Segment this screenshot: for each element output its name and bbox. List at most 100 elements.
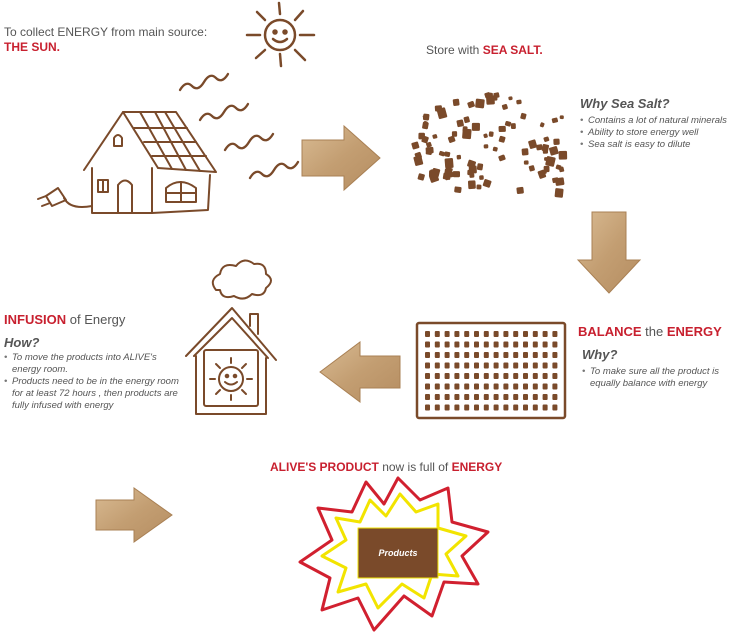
tray-dot	[552, 394, 558, 400]
tray-dot	[503, 404, 509, 411]
arrow-right-2	[95, 487, 173, 543]
tray-dot	[434, 352, 440, 358]
arrow-right-1	[301, 124, 381, 192]
step5-heading: ALIVE'S PRODUCT now is full of ENERGY	[270, 460, 570, 474]
tray-dot	[464, 383, 470, 390]
salt-crystal	[523, 160, 529, 165]
step4-heading: INFUSION of Energy	[4, 312, 174, 327]
tray-dot	[483, 331, 489, 337]
sun-icon	[245, 1, 316, 68]
salt-crystal	[411, 141, 420, 150]
tray-product-dots	[425, 331, 558, 411]
sea-salt-crystals	[411, 92, 568, 198]
infusion-house-icon	[185, 259, 277, 415]
step5-highlight2: ENERGY	[451, 460, 503, 474]
salt-crystal	[444, 158, 454, 169]
salt-crystal	[543, 165, 550, 173]
tray-dot	[523, 352, 528, 358]
step1-source: THE SUN.	[4, 40, 61, 54]
tray-dot	[493, 373, 499, 379]
salt-crystal	[528, 139, 538, 149]
tray-dot	[513, 362, 519, 369]
step4-highlight: INFUSION	[4, 312, 67, 327]
salt-crystal	[463, 116, 470, 124]
salt-crystal	[483, 144, 489, 149]
salt-crystal	[476, 184, 482, 190]
salt-crystal	[504, 120, 512, 127]
salt-crystal	[426, 141, 432, 148]
tray-dot	[425, 394, 430, 400]
tray-dot	[493, 331, 499, 337]
tray-dot	[552, 373, 558, 379]
tray-dot	[425, 352, 430, 358]
salt-crystal	[434, 105, 443, 112]
salt-crystal	[516, 99, 522, 105]
tray-dot	[474, 341, 479, 348]
tray-dot	[542, 404, 548, 411]
tray-dot	[493, 352, 499, 358]
tray-dot	[464, 341, 470, 348]
salt-crystal	[467, 100, 475, 109]
step3-bullet: To make sure all the product is equally …	[582, 366, 742, 390]
tray-dot	[425, 362, 430, 369]
tray-dot	[454, 331, 460, 337]
tray-dot	[464, 404, 470, 411]
tray-dot	[532, 331, 538, 337]
salt-crystal	[444, 167, 453, 175]
tray-dot	[542, 352, 548, 358]
salt-crystal	[559, 115, 564, 120]
tray-dot	[532, 341, 538, 348]
step2-why-block: Why Sea Salt? Contains a lot of natural …	[580, 96, 748, 151]
salt-crystal	[425, 146, 434, 154]
salt-crystal	[444, 151, 451, 157]
tray-dot	[454, 352, 460, 358]
salt-crystal	[479, 175, 484, 180]
salt-crystal	[553, 138, 560, 145]
salt-crystal	[456, 154, 462, 160]
tray-dot	[474, 394, 479, 400]
salt-crystal	[508, 96, 513, 101]
tray-dot	[434, 331, 440, 337]
step4-bullets: To move the products into ALIVE's energy…	[4, 352, 179, 412]
tray-dot	[542, 373, 548, 379]
tray-dot	[474, 362, 479, 369]
tray-dot	[513, 373, 519, 379]
tray-dot	[523, 373, 528, 379]
tray-dot	[444, 373, 450, 379]
salt-crystal	[491, 95, 498, 101]
tray-dot	[552, 331, 558, 337]
tray-dot	[513, 383, 519, 390]
salt-crystal	[417, 173, 425, 181]
tray-dot	[483, 394, 489, 400]
tray-dot	[454, 394, 460, 400]
salt-crystal	[488, 131, 494, 137]
tray-dot	[464, 331, 470, 337]
step4-how-title: How?	[4, 335, 40, 350]
salt-crystal	[535, 144, 543, 151]
tray-dot	[513, 331, 519, 337]
tray-dot	[474, 373, 479, 379]
tray-dot	[523, 383, 528, 390]
salt-crystal	[467, 169, 473, 176]
step2-bullets: Contains a lot of natural minerals Abili…	[580, 115, 748, 151]
step3-why-block: Why? To make sure all the product is equ…	[582, 347, 742, 390]
salt-crystal	[492, 146, 498, 152]
tray-dot	[454, 373, 460, 379]
step4-how-block: How? To move the products into ALIVE's e…	[4, 335, 179, 412]
tray-dot	[513, 341, 519, 348]
tray-dot	[523, 331, 528, 337]
tray-dot	[483, 352, 489, 358]
tray-dot	[425, 383, 430, 390]
salt-crystal	[456, 119, 464, 128]
tray-dot	[464, 373, 470, 379]
salt-crystal	[414, 151, 422, 160]
salt-crystal	[539, 122, 545, 128]
tray-dot	[425, 373, 430, 379]
tray-dot	[474, 352, 479, 358]
tray-dot	[542, 331, 548, 337]
tray-dot	[434, 404, 440, 411]
salt-crystal	[422, 114, 429, 120]
tray-dot	[454, 404, 460, 411]
step1-caption: To collect ENERGY from main source: THE …	[4, 25, 244, 55]
tray-dot	[523, 341, 528, 348]
